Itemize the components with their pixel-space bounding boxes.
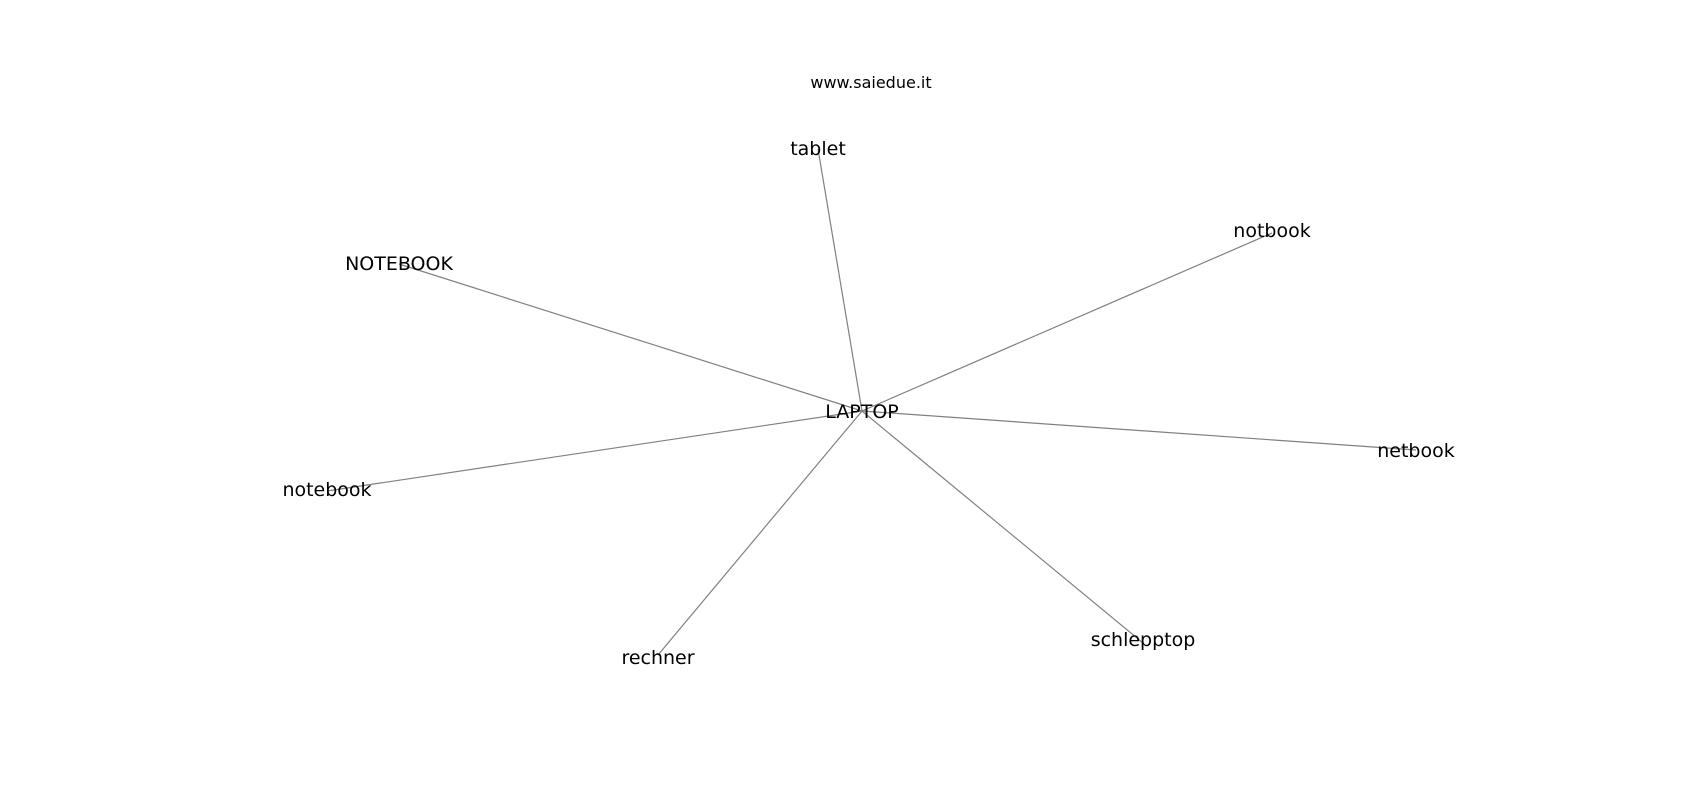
edge-laptop-rechner xyxy=(657,410,863,656)
site-url: www.saiedue.it xyxy=(810,73,931,92)
node-label-schlepptop: schlepptop xyxy=(1091,629,1196,651)
label-layer: www.saiedue.it LAPTOP tablet notbookNOTEBO… xyxy=(282,73,1454,669)
node-label-laptop: LAPTOP xyxy=(825,401,899,423)
node-label-notebook: NOTEBOOK xyxy=(345,253,453,275)
edge-laptop-schlepptop xyxy=(861,410,1144,644)
node-label-netbook: netbook xyxy=(1377,440,1455,462)
node-label-tablet: tablet xyxy=(790,138,846,160)
edge-laptop-notebook xyxy=(326,410,863,492)
node-label-rechner: rechner xyxy=(621,647,694,669)
node-label-notbook: notbook xyxy=(1233,220,1310,242)
edge-laptop-notebook xyxy=(398,263,863,412)
edge-laptop-netbook xyxy=(861,410,1417,451)
node-label-notebook: notebook xyxy=(282,479,371,501)
edge-laptop-notbook xyxy=(861,232,1273,412)
edge-layer xyxy=(326,148,1417,656)
edge-laptop-tablet xyxy=(817,148,863,412)
